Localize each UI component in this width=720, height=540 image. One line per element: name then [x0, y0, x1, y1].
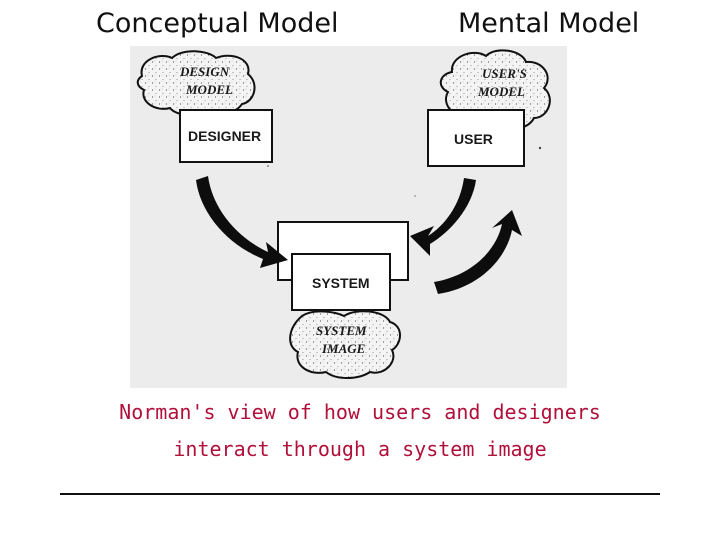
caption-line-2: interact through a system image: [173, 437, 547, 461]
system-image-cloud: [289, 310, 401, 379]
conceptual-model-heading: Conceptual Model: [96, 8, 339, 39]
scan-speck: [538, 146, 542, 150]
design-model-label-line2: MODEL: [185, 82, 233, 97]
mental-model-heading: Mental Model: [458, 8, 640, 39]
system-image-label-line1: SYSTEM: [316, 323, 367, 338]
designer-label: DESIGNER: [188, 128, 261, 144]
system-box: [291, 253, 391, 311]
norman-diagram: DESIGN MODEL DESIGNER USER'S MODEL USER …: [130, 46, 567, 388]
scan-speck: [267, 165, 269, 167]
scan-speck: [414, 195, 416, 197]
user-box: [427, 109, 525, 167]
users-model-label-line1: USER'S: [482, 66, 527, 81]
user-to-system-arrow: [410, 178, 476, 256]
user-label: USER: [454, 131, 493, 147]
system-to-user-arrow: [434, 210, 522, 294]
design-model-label-line1: DESIGN: [179, 64, 230, 79]
designer-to-system-arrow: [196, 176, 288, 268]
users-model-label-line2: MODEL: [477, 84, 525, 99]
design-model-cloud: [136, 50, 256, 116]
caption-line-1: Norman's view of how users and designers: [119, 400, 601, 424]
system-image-label-line2: IMAGE: [321, 341, 366, 356]
horizontal-rule: [60, 493, 660, 495]
system-label: SYSTEM: [312, 275, 370, 291]
designer-box: [179, 109, 273, 163]
